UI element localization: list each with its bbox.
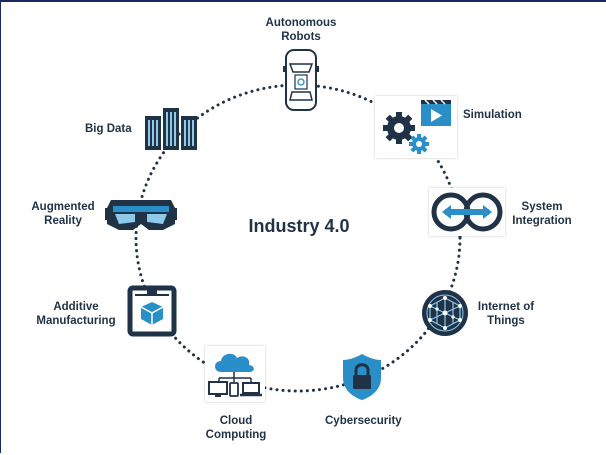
node-label-internet-of-things: Internet of Things [475,300,537,328]
node-label-big-data: Big Data [85,122,132,136]
3d-printer-icon [127,285,177,337]
network-globe-icon [422,290,468,336]
label-line: Manufacturing [36,315,116,327]
label-line: Cloud [219,415,253,427]
node-label-simulation: Simulation [463,108,522,122]
label-line: Robots [281,31,321,43]
shield-lock-icon [343,354,381,400]
node-label-augmented-reality: Augmented Reality [27,200,99,228]
cloud-devices-icon [208,353,262,397]
center-title: Industry 4.0 [248,216,350,236]
label-line: Things [487,315,525,327]
server-rack-icon [145,108,197,150]
autonomous-car-icon [283,49,319,111]
gears-and-video-icon [383,99,451,154]
label-line: Simulation [463,109,522,121]
node-label-additive-manufacturing: Additive Manufacturing [31,300,121,328]
label-line: Cybersecurity [325,415,402,427]
label-line: Reality [44,215,82,227]
label-line: Augmented [31,201,95,213]
node-label-cloud-computing: Cloud Computing [201,414,271,442]
integration-loop-icon [431,192,503,232]
label-line: Computing [205,429,267,441]
vr-headset-icon [105,200,177,230]
node-label-autonomous-robots: Autonomous Robots [259,16,343,44]
label-line: Internet of [477,301,535,313]
label-line: Autonomous [265,17,337,29]
node-label-cybersecurity: Cybersecurity [325,414,402,428]
node-label-system-integration: System Integration [511,200,573,228]
label-line: Big Data [85,123,132,135]
label-line: Additive [53,301,99,313]
label-line: Integration [512,215,572,227]
label-line: System [521,201,563,213]
